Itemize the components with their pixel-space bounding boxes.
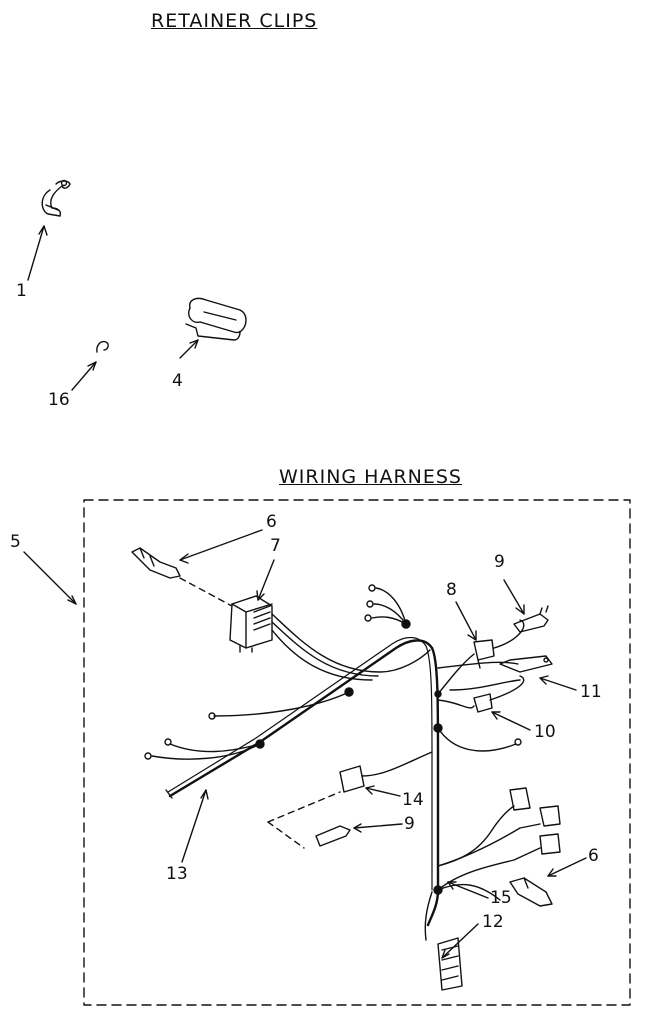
section-title-wiring-harness: WIRING HARNESS — [279, 466, 462, 488]
callout-5: 5 — [10, 532, 21, 552]
leader-lines-harness — [179, 529, 587, 959]
callout-12: 12 — [482, 912, 504, 932]
callout-6-top: 6 — [266, 512, 277, 532]
leader-lines-clips — [27, 225, 199, 391]
callout-1: 1 — [16, 281, 27, 301]
callout-9-top: 9 — [494, 552, 505, 572]
callout-9-bottom: 9 — [404, 814, 415, 834]
retainer-clip-part-1 — [41, 179, 71, 217]
leader-5 — [23, 551, 77, 605]
callout-16: 16 — [48, 390, 70, 410]
retainer-clip-part-4 — [185, 297, 247, 341]
wiring-harness — [131, 547, 561, 991]
callout-7: 7 — [270, 536, 281, 556]
harness-group-frame — [83, 499, 631, 1006]
callout-6-bottom: 6 — [588, 846, 599, 866]
callout-14: 14 — [402, 790, 424, 810]
callout-15: 15 — [490, 888, 512, 908]
callout-8: 8 — [446, 580, 457, 600]
callout-13: 13 — [166, 864, 188, 884]
callout-11: 11 — [580, 682, 602, 702]
section-title-retainer-clips: RETAINER CLIPS — [151, 10, 318, 32]
retainer-clip-part-16 — [96, 340, 109, 353]
callout-4: 4 — [172, 371, 183, 391]
callout-10: 10 — [534, 722, 556, 742]
